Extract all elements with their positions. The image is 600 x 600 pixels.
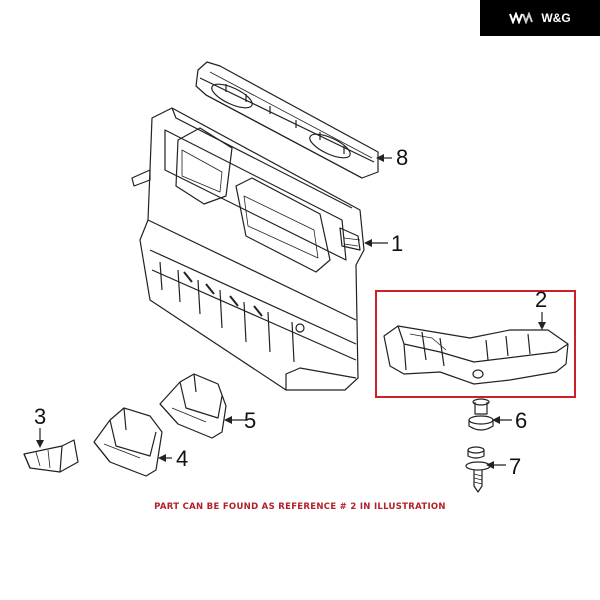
part-3-small-duct [23, 439, 79, 473]
part-5-air-duct [159, 373, 227, 439]
part-2-highlight-box [375, 290, 576, 398]
callout-6: 6 [515, 408, 527, 433]
callout-8: 8 [396, 145, 408, 170]
wg-wave-mark-icon [509, 12, 534, 24]
part-8-upper-support [195, 61, 379, 179]
leader-arrowheads [36, 154, 546, 469]
callout-2: 2 [535, 287, 547, 312]
part-7-screw [465, 446, 491, 493]
part-2-bracket [383, 325, 569, 385]
callout-1: 1 [391, 231, 403, 256]
part-6-clip [468, 398, 494, 431]
callout-3: 3 [34, 404, 46, 429]
callout-5: 5 [244, 408, 256, 433]
callout-7: 7 [509, 454, 521, 479]
part-1-front-shroud [131, 107, 365, 391]
part-4-air-duct [93, 407, 163, 477]
brand-logo: W&G [480, 0, 600, 36]
brand-name: W&G [541, 11, 571, 25]
reference-note: PART CAN BE FOUND AS REFERENCE # 2 IN IL… [154, 502, 446, 512]
callout-4: 4 [176, 446, 188, 471]
